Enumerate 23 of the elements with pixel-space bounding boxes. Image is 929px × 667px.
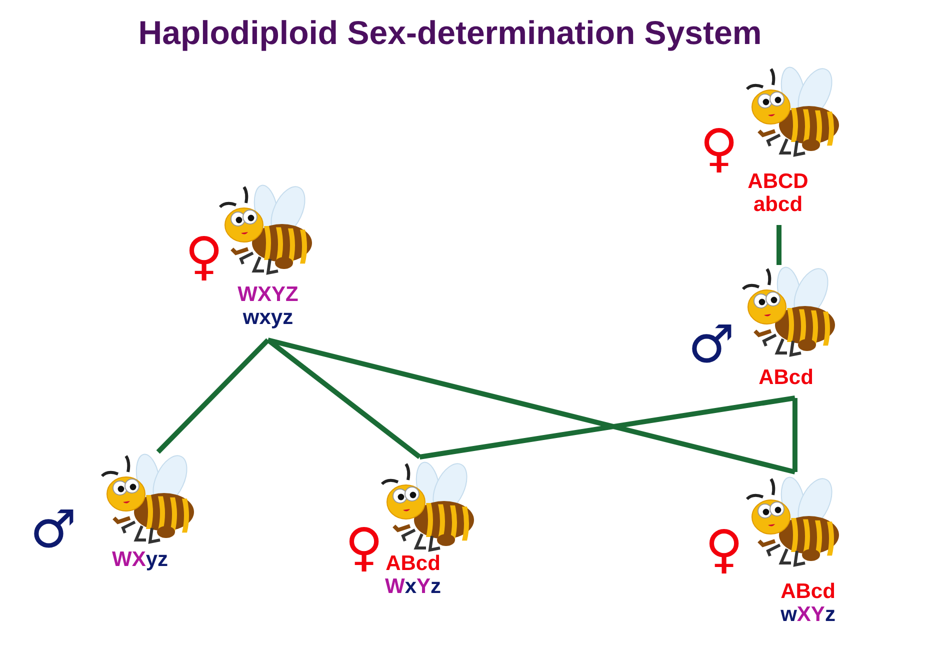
- genotype-label: ABcd: [758, 366, 814, 389]
- genotype-label: WXYZ: [238, 283, 298, 306]
- diagram-title: Haplodiploid Sex-determination System: [137, 14, 763, 52]
- genotype-label: WXyz: [112, 548, 168, 571]
- genotype-label: wXYz: [780, 603, 836, 626]
- sex-symbol: ♂: [688, 319, 735, 371]
- connector-line: [266, 338, 422, 459]
- sex-symbol: ♂: [30, 504, 77, 556]
- genotype-label: wxyz: [242, 306, 294, 329]
- sex-symbol: ♀: [345, 522, 384, 574]
- connector-line: [792, 398, 798, 472]
- genotype-label: abcd: [753, 193, 803, 216]
- genotype-label: WxYz: [384, 575, 442, 598]
- connector-line: [419, 396, 796, 460]
- sex-symbol: ♀: [700, 123, 738, 175]
- genotype-label: ABcd: [780, 580, 836, 603]
- connector-line: [267, 338, 796, 474]
- genotype-label: ABCD: [748, 170, 808, 193]
- sex-symbol: ♀: [185, 231, 224, 283]
- genotype-label: ABcd: [386, 552, 440, 575]
- connector-line: [776, 225, 782, 265]
- sex-symbol: ♀: [705, 524, 744, 576]
- connector-line: [156, 338, 270, 454]
